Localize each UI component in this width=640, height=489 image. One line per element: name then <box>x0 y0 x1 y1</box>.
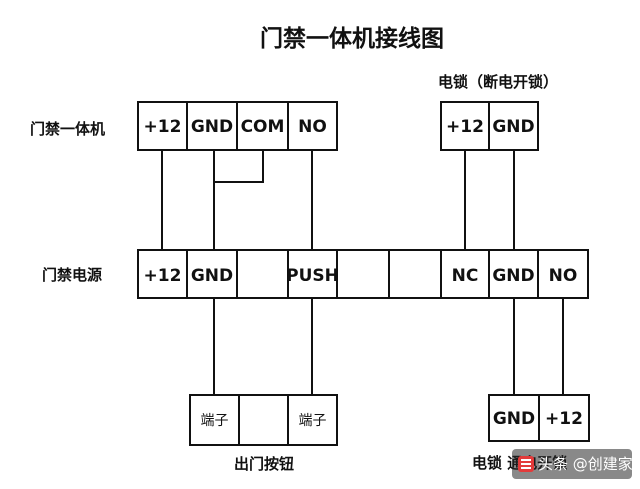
lock-bottom-terminal-box <box>488 394 540 442</box>
watermark: 头条 @创建家的梦 <box>512 449 640 479</box>
lock-terminal-box <box>440 101 490 151</box>
wire-com-jumper-to-gnd <box>214 150 264 183</box>
exit-button-terminal-label: 端子 <box>201 413 229 429</box>
power-terminal-box <box>488 249 539 299</box>
controller-terminal-block: +12 GND COM NO <box>137 101 338 151</box>
power-terminal-label: NO <box>549 266 578 286</box>
exit-button-terminal-block: 端子 端子 <box>189 394 338 446</box>
lock-terminal-block: +12 GND <box>440 101 539 151</box>
power-terminal-box <box>287 249 338 299</box>
power-terminal-label: +12 <box>144 266 182 286</box>
lock-bottom-terminal-box <box>538 394 590 442</box>
exit-button-terminal-label: 端子 <box>299 413 327 429</box>
controller-terminal-label: COM <box>241 117 285 137</box>
exit-button-label: 出门按钮 <box>234 455 294 473</box>
controller-terminal-label: GND <box>191 117 233 137</box>
lock-terminal-box <box>488 101 539 151</box>
power-terminal-box <box>388 249 442 299</box>
power-terminal-box <box>137 249 188 299</box>
power-terminal-box <box>336 249 390 299</box>
exit-button-terminal-box <box>238 394 289 446</box>
diagram-title: 门禁一体机接线图 <box>260 25 444 52</box>
controller-terminal-label: NO <box>298 117 327 137</box>
power-terminal-box <box>440 249 490 299</box>
lock-bottom-terminal-label: +12 <box>545 409 583 429</box>
lock-bottom-terminal-label: GND <box>493 409 535 429</box>
controller-label: 门禁一体机 <box>30 120 105 138</box>
power-label: 门禁电源 <box>42 266 102 284</box>
lock-terminal-label: +12 <box>446 117 484 137</box>
power-terminal-box <box>236 249 289 299</box>
controller-terminal-box <box>287 101 338 151</box>
controller-terminal-box <box>186 101 238 151</box>
power-terminal-label: PUSH <box>286 266 339 286</box>
power-terminal-box <box>537 249 589 299</box>
controller-terminal-label: +12 <box>144 117 182 137</box>
power-terminal-label: GND <box>191 266 233 286</box>
lock-terminal-label: GND <box>492 117 534 137</box>
lock-label: 电锁（断电开锁） <box>438 73 558 91</box>
power-terminal-label: NC <box>452 266 479 286</box>
watermark-text: 头条 @创建家的梦 <box>538 455 640 473</box>
watermark-background <box>512 449 632 479</box>
power-terminal-block: +12 GND PUSH NC GND NO <box>137 249 589 299</box>
power-terminal-box <box>186 249 238 299</box>
exit-button-terminal-box <box>287 394 338 446</box>
controller-terminal-box <box>236 101 289 151</box>
power-terminal-label: GND <box>492 266 534 286</box>
wires <box>161 150 564 395</box>
toutiao-logo-icon <box>518 456 534 472</box>
lock-bottom-terminal-block: GND +12 <box>488 394 590 442</box>
